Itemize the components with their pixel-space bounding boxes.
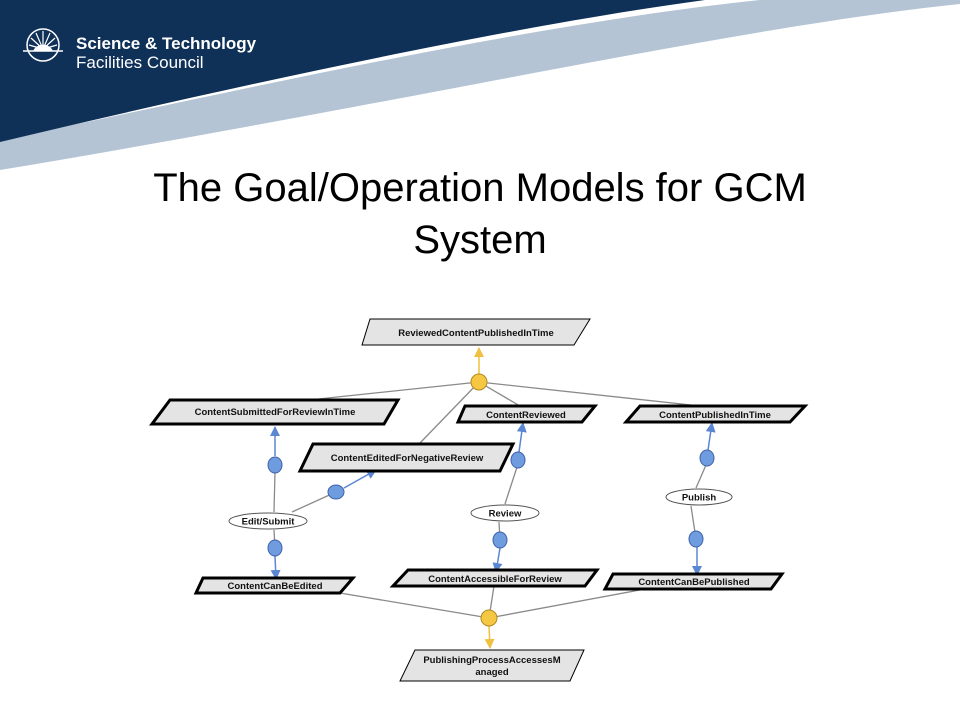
link-edited-to-top-refinement — [419, 381, 480, 444]
slide-title-line2: System — [413, 218, 547, 262]
goal-publishing-process[interactable] — [399, 649, 585, 682]
org-name-line1: Science & Technology — [76, 34, 257, 53]
goal-label-content-edited: ContentEditedForNegativeReview — [331, 453, 484, 464]
refinement-node-top — [470, 373, 488, 391]
arrow-to-can-be-edited — [270, 555, 281, 580]
operationalization-node-can-be-published — [688, 530, 704, 548]
operation-review[interactable] — [470, 504, 540, 522]
operation-label-publish: Publish — [682, 493, 717, 504]
goal-content-can-be-edited[interactable] — [193, 576, 357, 595]
arrow-to-edited — [343, 469, 377, 489]
refinement-node-bottom — [480, 609, 498, 627]
operationalization-node-published — [699, 449, 715, 467]
header-band — [0, 0, 960, 170]
goal-content-accessible[interactable] — [389, 568, 600, 588]
goal-label-content-can-be-published: ContentCanBePublished — [638, 577, 750, 588]
arrow-to-published — [705, 422, 716, 451]
operation-label-review: Review — [489, 509, 522, 520]
goal-label-content-can-be-edited: ContentCanBeEdited — [228, 581, 323, 592]
goal-label-publishing-process-line2: anaged — [475, 667, 508, 678]
arrow-to-bottom-goal — [484, 625, 495, 649]
operationalization-node-reviewed — [510, 451, 526, 469]
goal-label-reviewed-content-published: ReviewedContentPublishedInTime — [398, 328, 554, 339]
goal-label-content-reviewed: ContentReviewed — [486, 410, 566, 421]
goal-reviewed-content-published[interactable] — [361, 318, 591, 346]
goal-label-content-published: ContentPublishedInTime — [659, 410, 771, 421]
operationalization-node-can-be-edited — [267, 539, 283, 557]
goal-label-content-accessible: ContentAccessibleForReview — [428, 574, 562, 585]
operation-label-edit-submit: Edit/Submit — [242, 517, 296, 528]
goal-content-reviewed[interactable] — [455, 404, 599, 424]
link-can-be-edited-to-bottom-refinement — [339, 592, 490, 619]
operationalization-node-edited — [327, 484, 345, 500]
org-logo: Science & Technology Facilities Council — [76, 34, 256, 72]
link-publish-up — [695, 464, 707, 489]
goal-content-submitted[interactable] — [149, 398, 401, 426]
slide-title-line1: The Goal/Operation Models for GCM — [153, 166, 807, 210]
link-edit-submit-up — [273, 471, 276, 513]
goal-content-can-be-published[interactable] — [602, 572, 785, 591]
goal-content-published[interactable] — [622, 404, 809, 424]
goal-label-publishing-process-line1: PublishingProcessAccessesM — [423, 655, 560, 666]
header-wave-highlight — [0, 0, 960, 170]
org-name-line2: Facilities Council — [76, 53, 204, 72]
goal-label-content-submitted: ContentSubmittedForReviewInTime — [195, 407, 356, 418]
link-can-be-published-to-bottom-refinement — [488, 588, 646, 619]
arrow-to-accessible — [492, 547, 503, 573]
goal-content-edited[interactable] — [297, 442, 516, 473]
operation-publish[interactable] — [665, 488, 733, 506]
operation-edit-submit[interactable] — [228, 512, 308, 530]
link-published-to-top-refinement — [478, 381, 701, 407]
logo-sunburst-icon — [23, 28, 63, 62]
arrow-to-reviewed — [516, 422, 527, 453]
header-background — [0, 0, 705, 142]
operationalization-node-submitted — [267, 456, 283, 474]
slide-title: The Goal/Operation Models for GCM System — [40, 162, 920, 266]
link-review-up — [504, 466, 518, 505]
operationalization-node-accessible — [492, 531, 508, 549]
